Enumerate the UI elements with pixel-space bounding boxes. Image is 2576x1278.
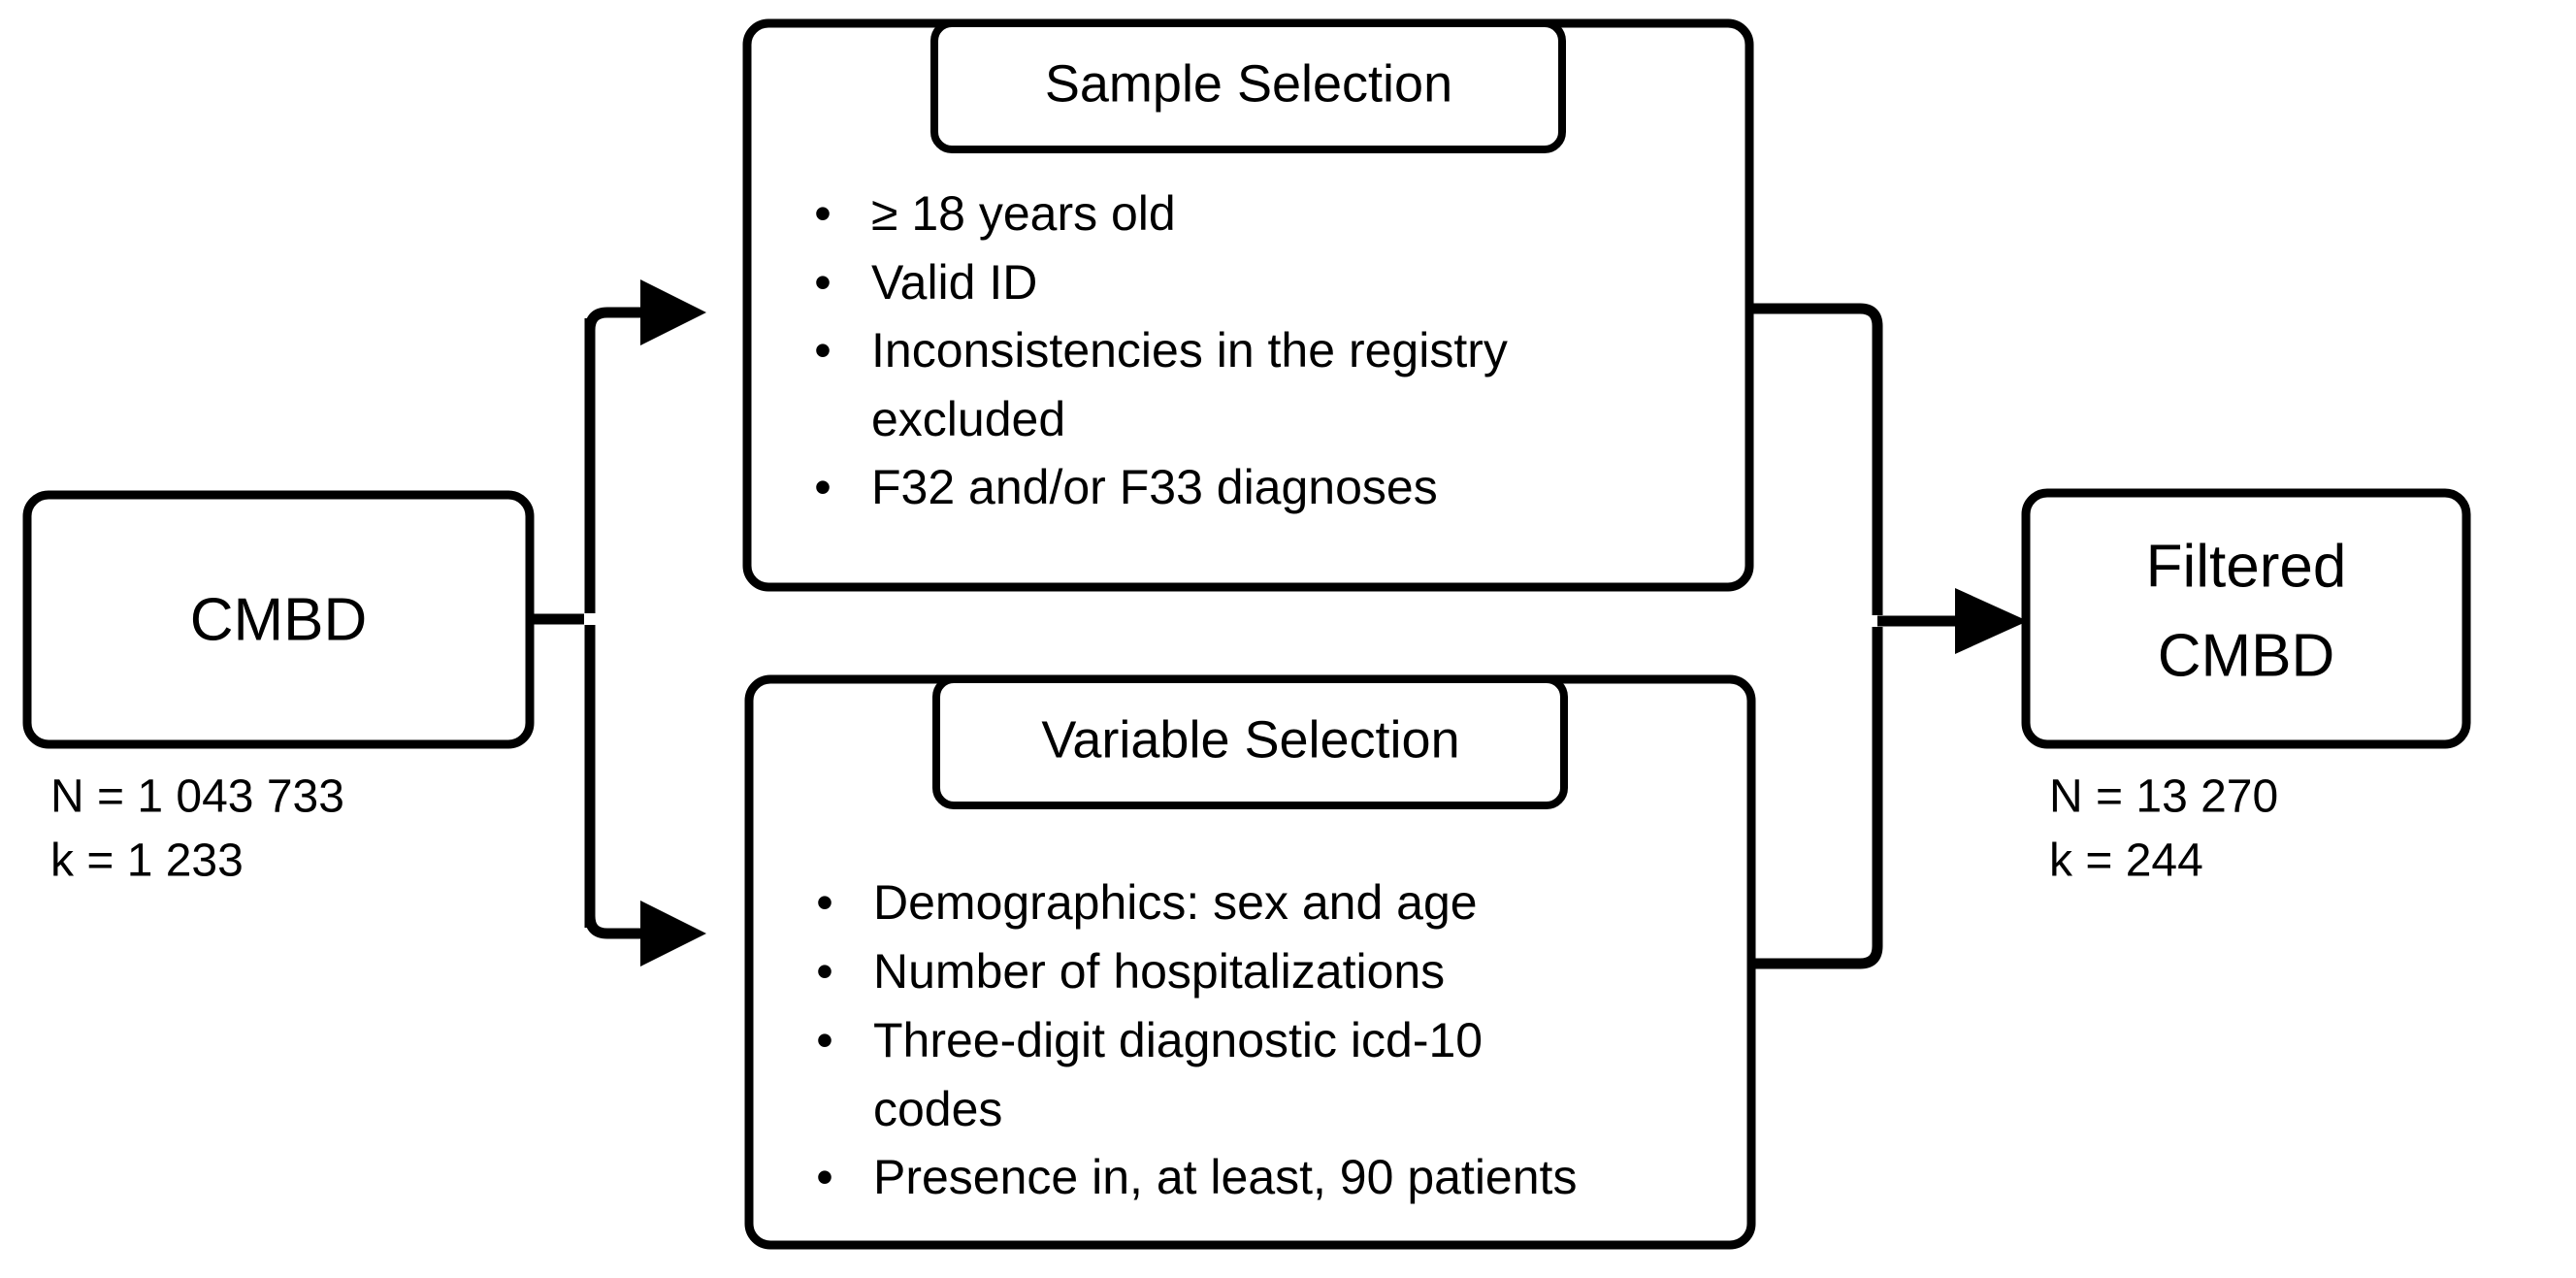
bullet-icon: • <box>814 186 831 241</box>
source-caption-k: k = 1 233 <box>50 836 244 887</box>
source-box[interactable] <box>22 490 535 749</box>
sample-selection-bullet-list: • ≥ 18 years old • Valid ID • Inconsiste… <box>814 186 1508 514</box>
arrowhead-to-result <box>1955 588 2028 654</box>
variable-bullet-3-cont: codes <box>873 1082 1002 1136</box>
list-item: • Valid ID <box>814 255 1037 310</box>
sample-bullet-2: Valid ID <box>871 255 1037 310</box>
list-item: • ≥ 18 years old <box>814 186 1175 241</box>
bullet-icon: • <box>814 460 831 514</box>
sample-selection-title-box <box>930 19 1566 153</box>
variable-bullet-3: Three-digit diagnostic icd-10 <box>873 1013 1483 1067</box>
result-captions: N = 13 270 k = 244 <box>2049 771 2278 887</box>
edge-to-sample-selection <box>584 307 645 331</box>
bullet-icon: • <box>816 1150 833 1204</box>
result-label-line1: Filtered <box>2146 533 2347 600</box>
list-item: • Demographics: sex and age <box>816 875 1477 930</box>
bullet-icon: • <box>814 255 831 310</box>
list-item: • Presence in, at least, 90 patients <box>816 1150 1577 1204</box>
result-label-line2: CMBD <box>2158 622 2335 689</box>
bullet-icon: • <box>816 944 833 999</box>
variable-selection-title: Variable Selection <box>1041 710 1459 769</box>
arrowhead-to-variable-selection <box>640 901 706 967</box>
edge-variable-selection-merge <box>1751 627 1883 969</box>
node-variable-selection[interactable]: Variable Selection • Demographics: sex a… <box>744 674 1756 1250</box>
bullet-icon: • <box>816 1013 833 1067</box>
connector-source-to-branches <box>530 279 706 967</box>
sample-bullet-1: ≥ 18 years old <box>871 186 1176 241</box>
edge-sample-selection-merge <box>1749 303 1883 615</box>
list-item: • F32 and/or F33 diagnoses <box>814 460 1437 514</box>
sample-selection-title: Sample Selection <box>1045 54 1452 113</box>
variable-selection-bullet-list: • Demographics: sex and age • Number of … <box>816 875 1577 1204</box>
list-item: • Three-digit diagnostic icd-10 codes <box>816 1013 1483 1136</box>
list-item: • Number of hospitalizations <box>816 944 1445 999</box>
source-caption-n: N = 1 043 733 <box>50 771 344 823</box>
result-box[interactable] <box>2021 488 2471 749</box>
source-label: CMBD <box>190 586 368 653</box>
source-captions: N = 1 043 733 k = 1 233 <box>50 771 344 887</box>
node-result[interactable]: Filtered CMBD <box>2021 488 2471 749</box>
list-item: • Inconsistencies in the registry exclud… <box>814 323 1508 446</box>
edge-to-variable-selection <box>584 915 645 939</box>
variable-bullet-4: Presence in, at least, 90 patients <box>873 1150 1577 1204</box>
arrowhead-to-sample-selection <box>640 279 706 345</box>
sample-bullet-3: Inconsistencies in the registry <box>871 323 1508 377</box>
node-source[interactable]: CMBD <box>22 490 535 749</box>
sample-bullet-3-cont: excluded <box>871 392 1065 446</box>
bullet-icon: • <box>816 875 833 930</box>
variable-bullet-1: Demographics: sex and age <box>873 875 1478 930</box>
variable-selection-title-box <box>932 675 1568 809</box>
node-sample-selection[interactable]: Sample Selection • ≥ 18 years old • Vali… <box>742 18 1754 592</box>
result-caption-k: k = 244 <box>2049 836 2203 887</box>
result-caption-n: N = 13 270 <box>2049 771 2278 823</box>
bullet-icon: • <box>814 323 831 377</box>
variable-bullet-2: Number of hospitalizations <box>873 944 1445 999</box>
connector-branches-to-result <box>1749 303 2028 969</box>
sample-bullet-4: F32 and/or F33 diagnoses <box>871 460 1438 514</box>
